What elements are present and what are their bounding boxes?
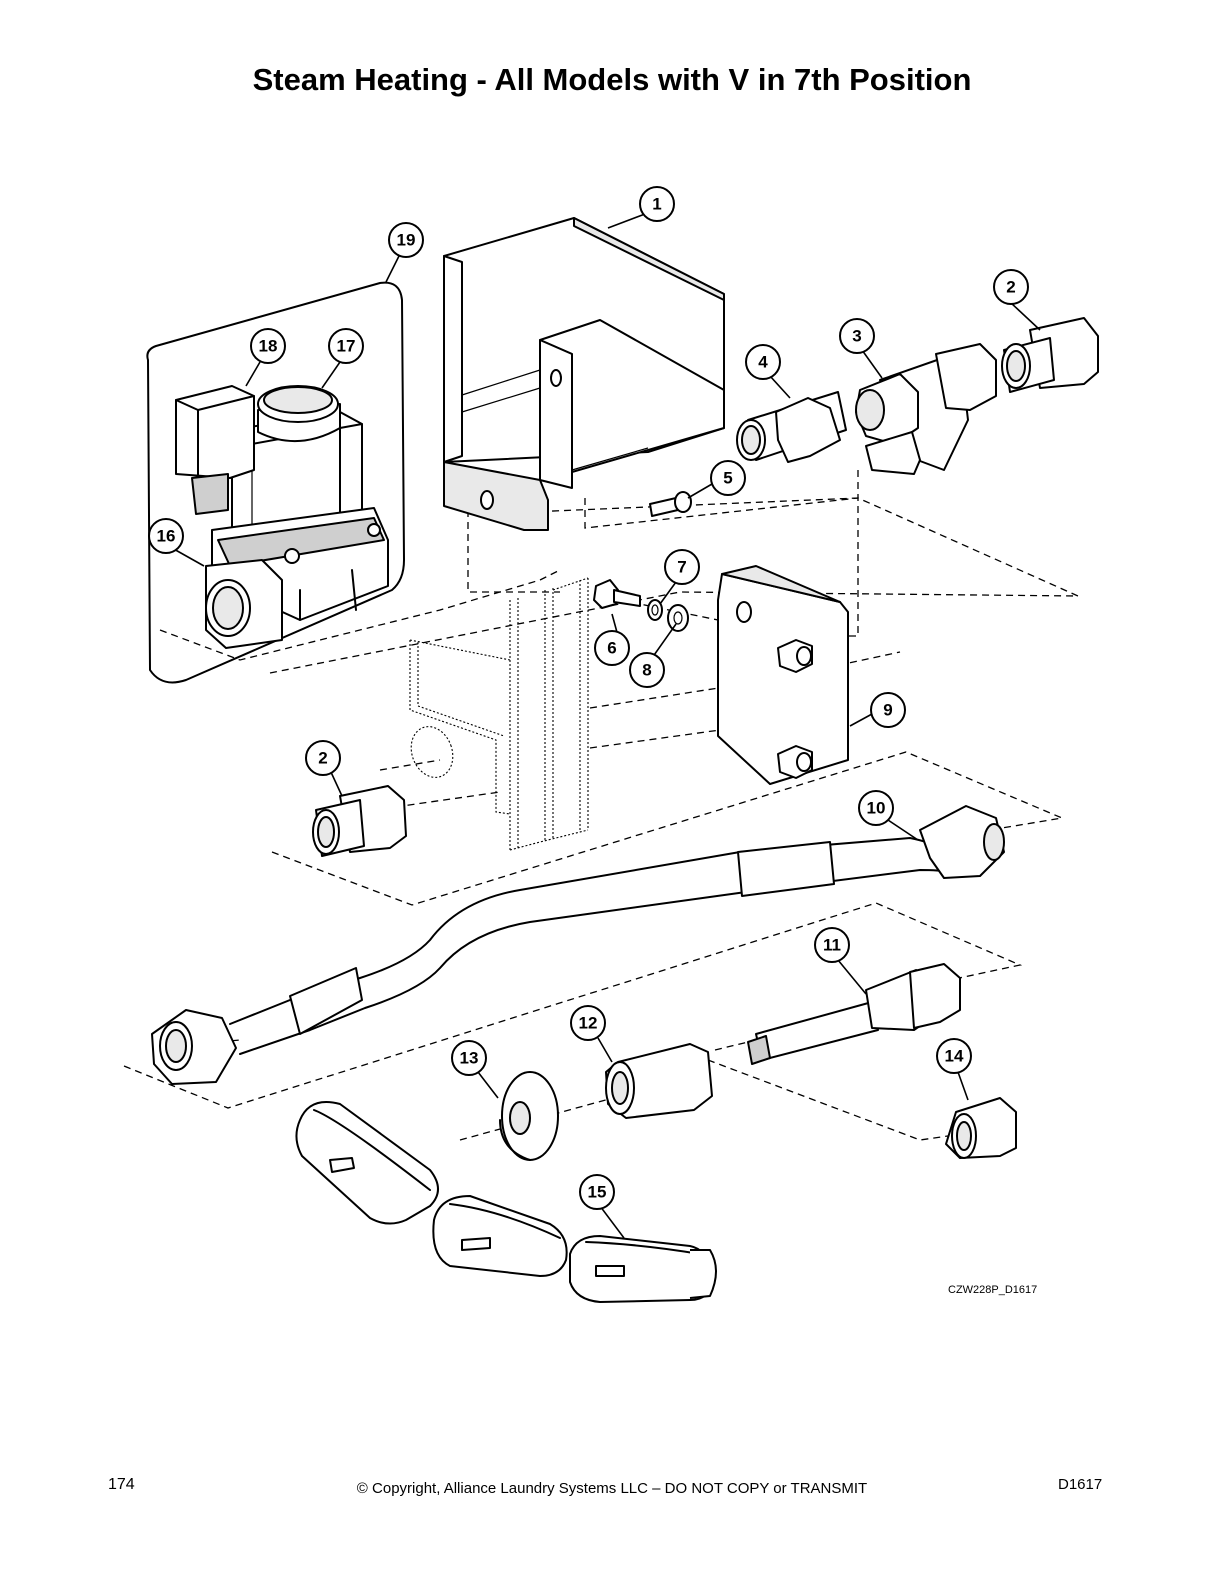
svg-text:12: 12 [579,1014,598,1033]
svg-text:9: 9 [883,701,892,720]
svg-text:17: 17 [337,337,356,356]
callout-3: 3 [839,318,875,354]
svg-text:6: 6 [607,639,616,658]
callout-16: 16 [148,518,184,554]
part-18-connector-plug [175,385,255,515]
callout-5: 5 [710,460,746,496]
callout-11: 11 [814,927,850,963]
part-4-nipple [736,391,847,463]
callout-2-upper: 2 [993,269,1029,305]
part-9-mounting-bracket [717,565,849,785]
part-15-steam-spreader [295,1101,717,1303]
part-2-union-upper [1001,317,1099,393]
callout-7: 7 [664,549,700,585]
part-2-union-lower [312,785,407,857]
svg-text:14: 14 [945,1047,964,1066]
svg-text:4: 4 [758,353,768,372]
part-6-bolt [593,579,641,609]
callout-4: 4 [745,344,781,380]
page-number: 174 [108,1476,135,1493]
callout-2-lower: 2 [305,740,341,776]
page-title: Steam Heating - All Models with V in 7th… [252,62,972,97]
svg-text:16: 16 [157,527,176,546]
svg-text:1: 1 [652,195,661,214]
svg-text:2: 2 [1006,278,1015,297]
callout-14: 14 [936,1038,972,1074]
callout-9: 9 [870,692,906,728]
machine-frame-phantom [409,577,589,851]
part-10-steam-hose [151,805,1005,1085]
callout-15: 15 [579,1174,615,1210]
callout-6: 6 [594,630,630,666]
svg-text:3: 3 [852,327,861,346]
callout-12: 12 [570,1005,606,1041]
part-8-flat-washer [667,604,689,632]
part-12-coupling [605,1043,713,1119]
svg-text:5: 5 [723,469,732,488]
callout-18: 18 [250,328,286,364]
svg-text:11: 11 [823,936,841,955]
svg-text:2: 2 [318,749,327,768]
part-1-heater-cover [443,217,725,531]
svg-text:8: 8 [642,661,651,680]
part-16-valve-body [205,507,389,649]
assembly-guide-lines [123,470,1079,1141]
callout-10: 10 [858,790,894,826]
svg-text:13: 13 [460,1049,479,1068]
document-code: D1617 [1058,1476,1103,1493]
part-3-y-strainer [855,343,997,475]
svg-text:7: 7 [677,558,686,577]
svg-text:15: 15 [588,1183,607,1202]
part-7-lock-washer [647,599,663,621]
callout-1: 1 [639,186,675,222]
callout-17: 17 [328,328,364,364]
callout-13: 13 [451,1040,487,1076]
callout-8: 8 [629,652,665,688]
svg-text:19: 19 [397,231,416,250]
drawing-id: CZW228P_D1617 [948,1284,1038,1296]
part-13-washer [499,1071,559,1161]
part-19-solenoid-valve-assembly [146,281,405,684]
callout-19: 19 [388,222,424,258]
copyright-notice: © Copyright, Alliance Laundry Systems LL… [356,1480,868,1497]
part-11-sparger-tube [747,963,961,1065]
part-14-cap-nut [945,1097,1017,1159]
callout-leaders [171,213,1041,1239]
svg-text:10: 10 [867,799,886,818]
part-5-screw [649,491,692,517]
svg-text:18: 18 [259,337,278,356]
